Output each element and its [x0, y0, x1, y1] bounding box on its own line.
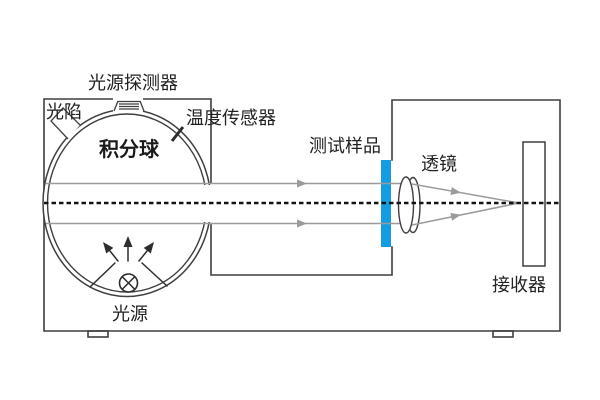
left-foot	[87, 330, 109, 338]
lens-body	[397, 176, 421, 234]
right-foot	[492, 330, 514, 338]
label-lens: 透镜	[421, 154, 457, 175]
temperature-sensor-probe	[170, 126, 185, 142]
converging-arrowhead-upper	[450, 187, 461, 196]
label-temperature-sensor: 温度传感器	[186, 108, 276, 129]
label-light-trap: 光陷	[46, 102, 82, 123]
beam-tube	[46, 179, 403, 228]
converging-rays	[411, 183, 520, 226]
converging-ray-upper	[411, 183, 520, 204]
lamp-ray-line-left	[89, 262, 116, 288]
label-light-source-detector: 光源探测器	[88, 73, 178, 94]
light-trap-notch	[50, 107, 81, 140]
converging-arrowhead-lower	[450, 212, 461, 221]
label-test-sample: 测试样品	[309, 136, 381, 157]
label-integrating-sphere: 积分球	[99, 137, 160, 161]
label-receiver: 接收器	[492, 275, 546, 296]
label-light-source: 光源	[112, 304, 148, 325]
beam-arrowhead-lower	[297, 219, 307, 228]
converging-ray-lower	[411, 202, 520, 226]
sphere-beam-port-gap	[196, 185, 218, 222]
light-source-detector-grating	[113, 97, 145, 113]
lamp-ray-line-right	[141, 262, 168, 287]
light-source-lamp-icon	[118, 273, 139, 293]
lamp-emission-arrows	[103, 236, 154, 262]
beam-arrowhead-upper	[297, 179, 307, 188]
